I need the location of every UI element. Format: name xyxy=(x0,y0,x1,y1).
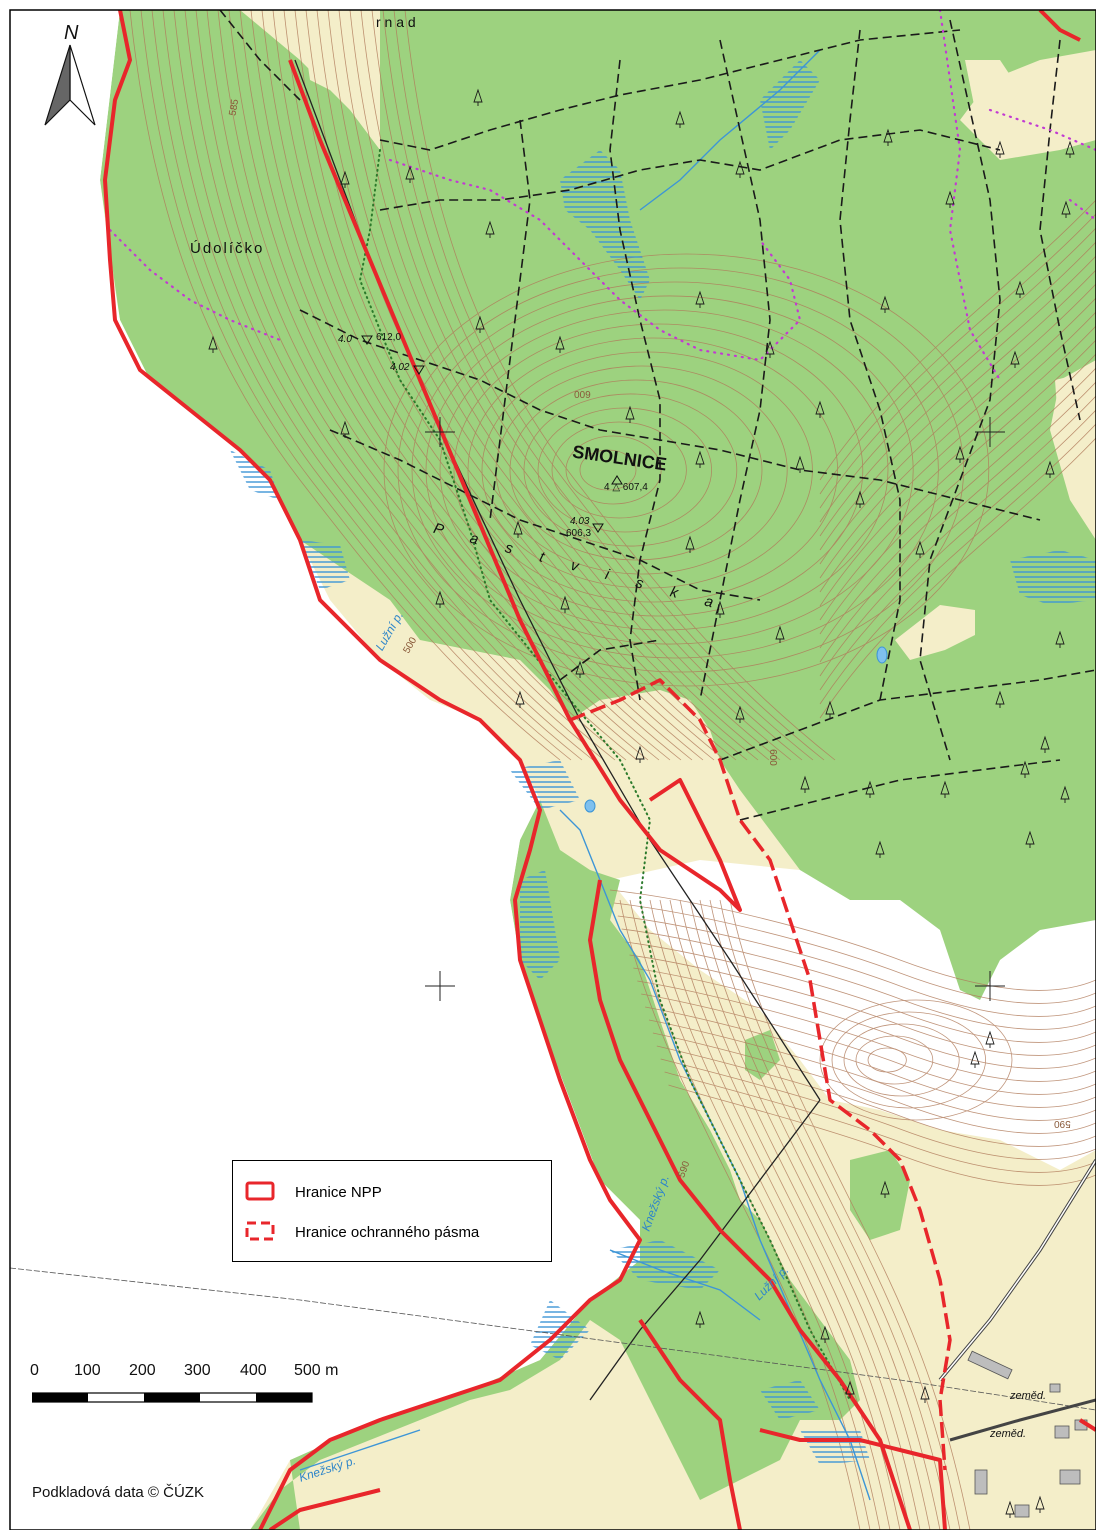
legend-label-npp: Hranice NPP xyxy=(295,1183,382,1201)
scale-tick-300: 300 xyxy=(184,1362,211,1379)
settlement-label: zeměd. xyxy=(990,1428,1027,1440)
contour-label: 600 xyxy=(766,749,778,766)
spot-height-2-id: 4.02 xyxy=(390,362,410,373)
place-name-udolicko: Údolíčko xyxy=(190,240,265,257)
map-legend: Hranice NPP Hranice ochranného pásma xyxy=(232,1160,552,1262)
road-2 xyxy=(949,1398,1096,1442)
pond xyxy=(876,646,888,664)
scale-bar-graphic xyxy=(32,1392,313,1403)
grid-line xyxy=(10,1267,1096,1411)
trails xyxy=(108,10,1096,382)
forest-strip xyxy=(250,690,860,1530)
title-fragment: r n a d xyxy=(376,14,416,30)
scale-tick-0: 0 xyxy=(30,1362,39,1379)
scale-tick-200: 200 xyxy=(129,1362,156,1379)
scale-tick-500: 500 m xyxy=(294,1362,339,1379)
spot-height-4-id: 4.03 xyxy=(570,516,590,527)
dotted-green-line xyxy=(358,149,851,1401)
straight-line-2 xyxy=(589,1099,821,1401)
settlement-label: zeměd. xyxy=(1010,1390,1047,1402)
spot-height-1-id: 4.0 xyxy=(338,334,352,345)
spot-height-3: 4 △ 607,4 xyxy=(604,482,648,493)
npp-boundary xyxy=(103,10,1096,1530)
clearing xyxy=(965,60,1020,120)
scale-tick-100: 100 xyxy=(74,1362,101,1379)
data-credit: Podkladová data © ČÚZK xyxy=(32,1484,204,1501)
north-arrow-icon xyxy=(44,44,96,126)
forest-patch xyxy=(850,1150,910,1240)
buffer-boundary xyxy=(569,678,952,1471)
spot-height-1-value: 612,0 xyxy=(376,332,402,343)
outside-area xyxy=(10,10,640,1530)
contour-label: 600 xyxy=(574,388,591,399)
scale-tick-400: 400 xyxy=(240,1362,267,1379)
legend-item-npp: Hranice NPP xyxy=(245,1177,382,1207)
legend-item-buffer: Hranice ochranného pásma xyxy=(245,1217,479,1247)
forest-area xyxy=(100,10,1096,1000)
spot-height-4-value: 606,3 xyxy=(566,528,592,539)
triangulation-point-icon xyxy=(361,335,623,533)
wetlands xyxy=(230,60,1096,1465)
map-frame xyxy=(9,9,1096,1530)
road-inner xyxy=(939,1159,1096,1381)
dashed-boundary-icon xyxy=(245,1221,275,1241)
spring xyxy=(584,799,596,813)
north-label: N xyxy=(64,22,79,44)
buildings xyxy=(967,1350,1088,1518)
scale-bar: 0 100 200 300 400 500 m xyxy=(30,1362,360,1406)
forest-patch xyxy=(745,1030,780,1080)
clearing xyxy=(895,605,975,660)
conifer-tree-icon xyxy=(208,88,1075,1518)
contour-lines xyxy=(129,10,1096,1530)
legend-label-buffer: Hranice ochranného pásma xyxy=(295,1223,480,1241)
solid-boundary-icon xyxy=(245,1181,275,1201)
grid-crosses xyxy=(425,417,1005,1001)
contour-label: 590 xyxy=(1054,1118,1071,1129)
